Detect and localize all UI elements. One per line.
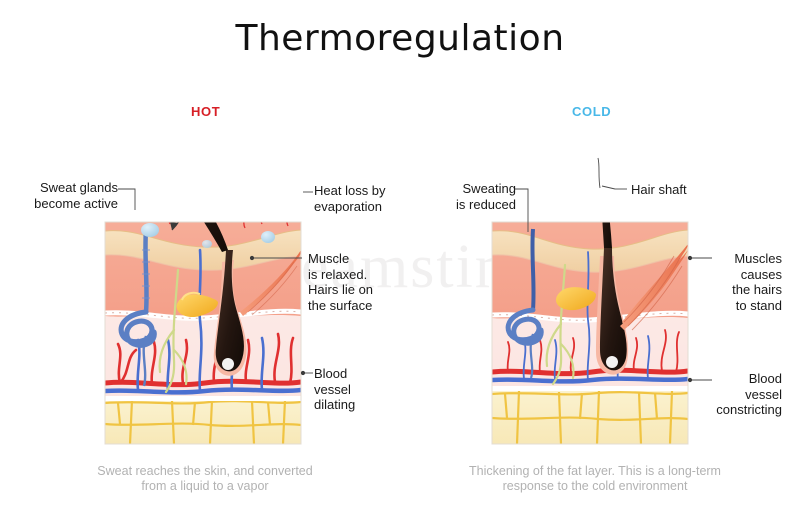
hair-follicle-hot: [203, 222, 247, 376]
sebaceous-gland-cold: [555, 287, 596, 311]
condition-label-cold: COLD: [572, 104, 612, 119]
sebaceous-gland-hot: [176, 291, 218, 318]
annotation-muscle-hot: Muscle is relaxed. Hairs lie on the surf…: [308, 251, 374, 313]
annotation-muscles-cold: Muscles causes the hairs to stand: [732, 251, 782, 313]
leader-lines-cold: [515, 185, 712, 381]
sweat-gland-cold: [505, 228, 544, 379]
leader-dot-cold-muscle: [687, 255, 693, 261]
leader-dot-hot-vessel: [300, 370, 306, 376]
leader-dot-cold-vessel: [687, 377, 693, 383]
heat-arrow-icon: [136, 174, 307, 195]
deep-plexus-hot: [105, 378, 301, 395]
condition-label-hot: HOT: [191, 104, 221, 119]
arrector-pili-muscle-hot: [240, 250, 301, 316]
nerve-cold: [545, 263, 575, 386]
annotation-blood-vessel-cold: Blood vessel constricting: [716, 371, 782, 417]
annotation-hair-shaft-cold: Hair shaft: [631, 182, 687, 197]
hot-panel-skin: [105, 174, 307, 444]
leader-dot-hot-muscle: [249, 255, 255, 261]
annotation-heat-loss-hot: Heat loss by evaporation: [314, 183, 386, 214]
arrector-pili-muscle-cold: [620, 244, 688, 331]
heat-loss-arrows-hot: [136, 174, 307, 229]
evaporation-pointer-arrowhead-hot: [170, 222, 178, 230]
hair-follicle-cold: [596, 222, 629, 375]
evaporation-pointer-arrow-hot: [171, 222, 180, 231]
sweat-droplets-hot: [141, 223, 275, 248]
sweat-gland-hot: [118, 228, 157, 387]
fat-cells-cold: [492, 390, 688, 444]
annotation-blood-vessel-hot: Blood vessel dilating: [314, 366, 356, 412]
annotation-sweating-cold: Sweating is reduced: [456, 181, 516, 212]
leader-line-hair-shaft: [597, 157, 601, 189]
hot-panel-border: [104, 221, 302, 445]
caption-cold: Thickening of the fat layer. This is a l…: [469, 464, 721, 493]
caption-hot: Sweat reaches the skin, and converted fr…: [97, 464, 313, 493]
annotation-sweat-glands-hot: Sweat glands become active: [34, 180, 118, 211]
page-title: Thermoregulation: [235, 18, 565, 59]
fat-cells-hot: [105, 399, 301, 444]
cold-panel-skin: [492, 222, 688, 444]
cold-panel-border: [491, 221, 689, 445]
nerve-hot: [158, 268, 188, 394]
deep-plexus-cold: [492, 367, 688, 384]
